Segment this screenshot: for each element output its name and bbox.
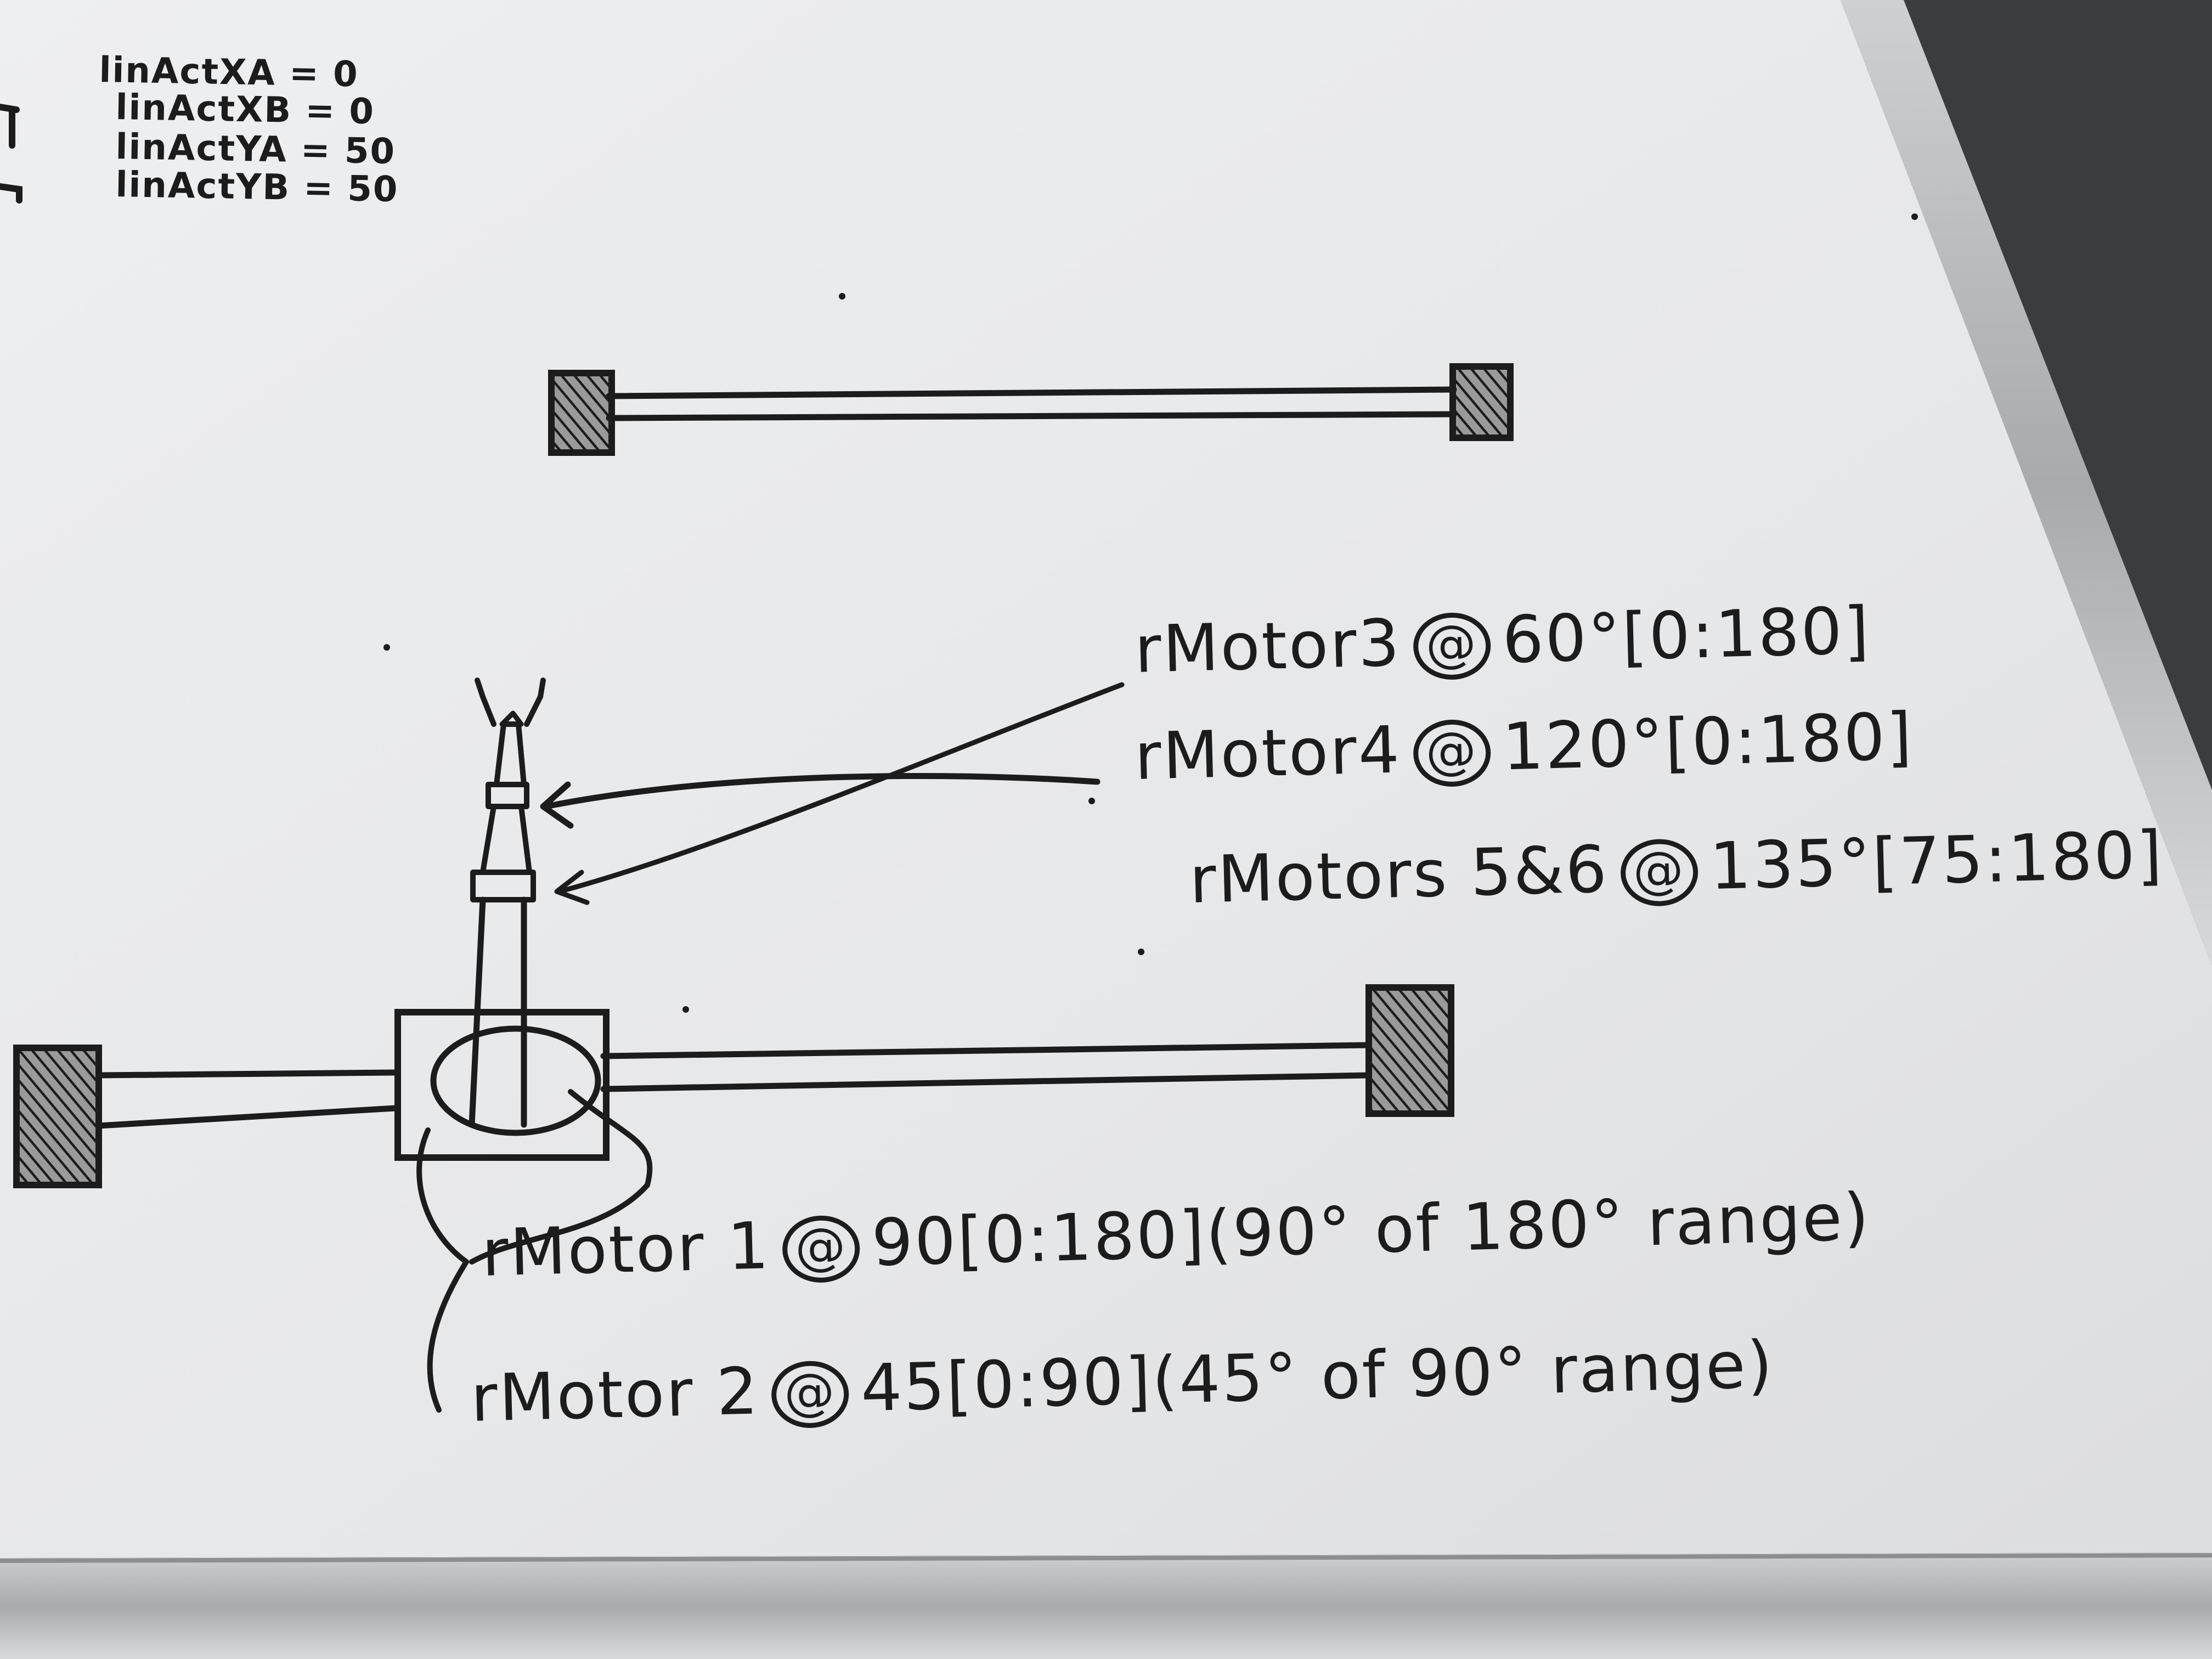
motor-pointer-lines <box>416 682 1125 1413</box>
variable-line-4: linActYB = 50 <box>115 165 399 211</box>
variable-line-2: linActXB = 0 <box>115 87 375 133</box>
upper-rail-right-block <box>1449 363 1514 441</box>
left-edge-marks <box>0 104 22 204</box>
upper-rail-left-block <box>548 370 615 456</box>
at-sign-circled: @ <box>1412 611 1492 681</box>
base-carriage <box>394 1009 610 1161</box>
lower-rail <box>13 984 1454 1188</box>
whiteboard-frame-right <box>1841 0 2212 966</box>
upper-rail <box>548 363 1514 456</box>
at-sign-circled: @ <box>781 1214 861 1284</box>
whiteboard-frame-bottom <box>0 1553 2212 1659</box>
motor1-name: rMotor 1 <box>481 1207 771 1291</box>
robot-arm <box>469 678 546 1128</box>
lower-rail-right-block <box>1365 984 1454 1117</box>
motor4-value: 120°[0:180] <box>1501 698 1915 785</box>
motor3-name: rMotor3 <box>1133 605 1402 688</box>
lower-rail-left-block <box>13 1045 102 1188</box>
motor2-name: rMotor 2 <box>470 1353 760 1437</box>
motor4-name: rMotor4 <box>1133 712 1402 795</box>
whiteboard-surface <box>0 0 2212 1558</box>
stray-marks <box>383 213 1918 1013</box>
motor56-value: 135°[75:180] <box>1708 816 2165 905</box>
variable-line-1: linActXA = 0 <box>98 50 359 95</box>
at-sign-circled: @ <box>1620 838 1699 907</box>
motor3-value: 60°[0:180] <box>1501 592 1872 678</box>
at-sign-circled: @ <box>1412 718 1492 788</box>
motor56-name: rMotors 5&6 <box>1188 831 1610 918</box>
variable-line-3: linActYA = 50 <box>115 127 396 172</box>
at-sign-circled: @ <box>770 1359 850 1429</box>
